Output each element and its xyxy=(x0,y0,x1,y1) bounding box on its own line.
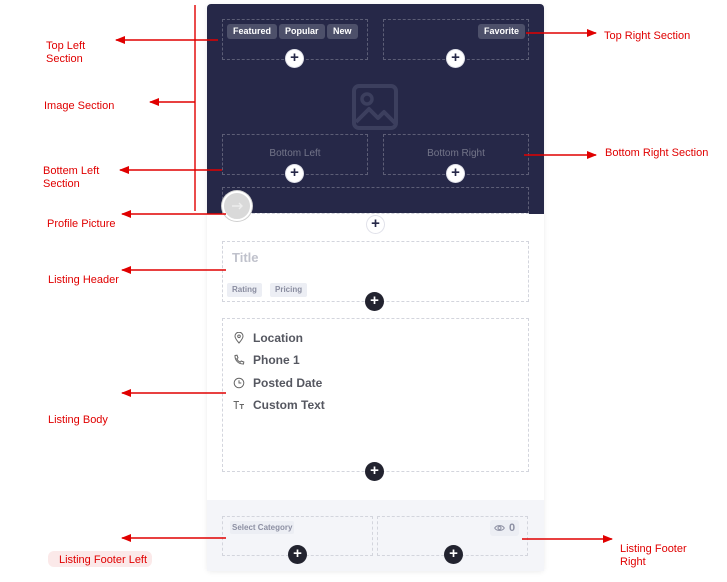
body-item-custom-text: Custom Text xyxy=(232,397,325,413)
rating-tag: Rating xyxy=(227,283,262,297)
add-bottom-left-button[interactable]: + xyxy=(286,165,303,182)
image-section xyxy=(207,4,544,214)
annotation-footer-right-line1: Listing Footer xyxy=(620,543,687,555)
annotation-listing-header: Listing Header xyxy=(48,274,119,286)
annotation-bottom-left: Bottem Left Section xyxy=(43,165,99,191)
annotation-profile-picture: Profile Picture xyxy=(47,218,116,230)
profile-dropzone-bottom xyxy=(222,213,529,214)
annotation-listing-body: Listing Body xyxy=(48,414,108,426)
annotation-top-left-line2: Section xyxy=(46,53,83,65)
annotation-listing-footer-right: Listing Footer Right xyxy=(620,543,687,569)
body-item-posted-date: Posted Date xyxy=(232,375,322,391)
add-top-right-button[interactable]: + xyxy=(447,50,464,67)
listing-body-dropzone[interactable] xyxy=(222,318,529,472)
listing-header-dropzone[interactable] xyxy=(222,241,529,302)
custom-text-label: Custom Text xyxy=(253,398,325,412)
annotation-image-section: Image Section xyxy=(44,100,115,112)
bottom-right-label: Bottom Right xyxy=(427,148,485,159)
favorite-badge: Favorite xyxy=(478,24,526,39)
phone-icon xyxy=(232,353,246,367)
pricing-tag: Pricing xyxy=(270,283,308,297)
eye-icon xyxy=(494,525,505,531)
annotation-footer-right-line2: Right xyxy=(620,556,646,568)
add-body-button[interactable]: + xyxy=(365,462,384,481)
phone-label: Phone 1 xyxy=(253,353,300,367)
posted-date-label: Posted Date xyxy=(253,376,323,390)
clock-icon xyxy=(232,376,246,390)
select-category-label: Select Category xyxy=(230,521,295,534)
add-footer-left-button[interactable]: + xyxy=(288,545,307,564)
add-profile-button[interactable]: + xyxy=(367,216,384,233)
body-item-phone: Phone 1 xyxy=(232,352,300,368)
image-placeholder-icon xyxy=(352,84,398,130)
add-bottom-right-button[interactable]: + xyxy=(447,165,464,182)
title-placeholder: Title xyxy=(232,250,259,265)
annotation-bottom-left-line2: Section xyxy=(43,178,80,190)
bottom-left-label: Bottom Left xyxy=(269,148,321,159)
avatar-arrow-icon xyxy=(232,202,243,210)
add-footer-right-button[interactable]: + xyxy=(444,545,463,564)
annotation-top-right: Top Right Section xyxy=(604,30,691,42)
annotation-listing-footer-left: Listing Footer Left xyxy=(59,554,148,566)
location-pin-icon xyxy=(232,331,246,345)
location-label: Location xyxy=(253,331,303,345)
add-top-left-button[interactable]: + xyxy=(286,50,303,67)
listing-footer xyxy=(207,500,544,571)
add-header-button[interactable]: + xyxy=(365,292,384,311)
annotation-highlight xyxy=(48,551,152,567)
annotation-bottom-right: Bottom Right Section xyxy=(605,147,709,159)
featured-badge: Featured xyxy=(227,24,278,39)
popular-badge: Popular xyxy=(279,24,325,39)
profile-picture[interactable] xyxy=(222,191,252,221)
view-count-value: 0 xyxy=(509,522,516,534)
annotation-top-left: Top Left Section xyxy=(46,40,85,66)
view-count: 0 xyxy=(490,520,520,536)
body-item-location: Location xyxy=(232,330,303,346)
annotation-top-left-line1: Top Left xyxy=(46,40,86,52)
new-badge: New xyxy=(327,24,358,39)
text-icon xyxy=(232,398,246,412)
annotation-bottom-left-line1: Bottem Left xyxy=(43,165,100,177)
